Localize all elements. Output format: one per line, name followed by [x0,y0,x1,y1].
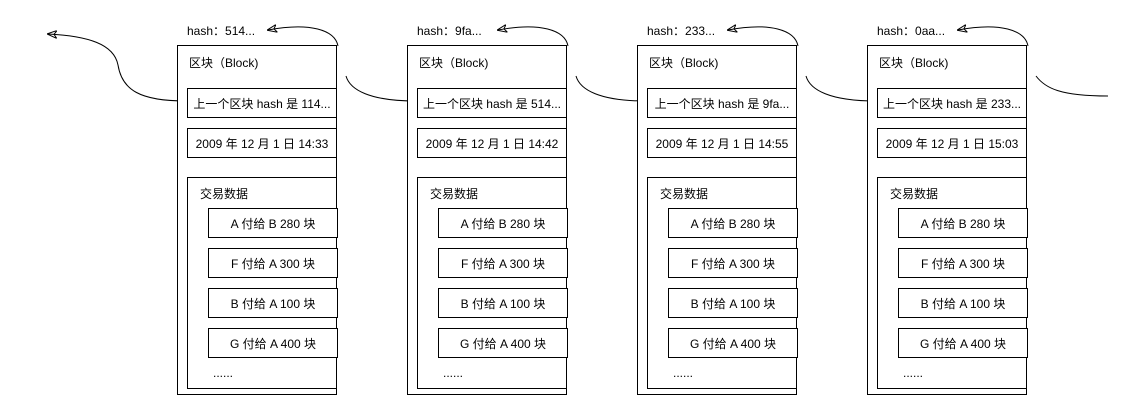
block-title: 区块（Block) [879,56,949,70]
block-hash-label: hash：233... [647,24,716,38]
timestamp-field: 2009 年 12 月 1 日 15:03 [877,128,1027,158]
transaction-item: A 付给 B 280 块 [668,208,798,238]
block-column-3: hash：233... 区块（Block) 上一个区块 hash 是 9fa..… [637,0,837,413]
timestamp-field: 2009 年 12 月 1 日 14:55 [647,128,797,158]
link-arrow-genesis [48,34,187,102]
block-card: 区块（Block) 上一个区块 hash 是 9fa... 2009 年 12 … [637,45,798,395]
block-card: 区块（Block) 上一个区块 hash 是 114... 2009 年 12 … [177,45,338,395]
transaction-item: B 付给 A 100 块 [208,288,338,318]
prev-hash-field: 上一个区块 hash 是 114... [187,88,337,118]
transactions-area: 交易数据 A 付给 B 280 块 F 付给 A 300 块 B 付给 A 10… [187,177,338,389]
transaction-item: B 付给 A 100 块 [898,288,1028,318]
block-column-2: hash：9fa... 区块（Block) 上一个区块 hash 是 514..… [407,0,607,413]
transaction-item: A 付给 B 280 块 [208,208,338,238]
transaction-item: G 付给 A 400 块 [438,328,568,358]
block-column-4: hash：0aa... 区块（Block) 上一个区块 hash 是 233..… [867,0,1067,413]
transaction-item: F 付给 A 300 块 [438,248,568,278]
transaction-item: B 付给 A 100 块 [668,288,798,318]
block-card: 区块（Block) 上一个区块 hash 是 233... 2009 年 12 … [867,45,1028,395]
transaction-item: B 付给 A 100 块 [438,288,568,318]
transaction-item: A 付给 B 280 块 [898,208,1028,238]
more-transactions: ...... [673,366,694,380]
transactions-title: 交易数据 [430,187,479,201]
transaction-item: F 付给 A 300 块 [208,248,338,278]
block-column-1: hash：514... 区块（Block) 上一个区块 hash 是 114..… [177,0,377,413]
prev-hash-field: 上一个区块 hash 是 514... [417,88,567,118]
more-transactions: ...... [213,366,234,380]
transaction-item: G 付给 A 400 块 [668,328,798,358]
block-card: 区块（Block) 上一个区块 hash 是 514... 2009 年 12 … [407,45,568,395]
more-transactions: ...... [443,366,464,380]
transaction-item: F 付给 A 300 块 [668,248,798,278]
block-title: 区块（Block) [419,56,489,70]
block-hash-label: hash：0aa... [877,24,946,38]
block-title: 区块（Block) [649,56,719,70]
transactions-area: 交易数据 A 付给 B 280 块 F 付给 A 300 块 B 付给 A 10… [647,177,798,389]
transactions-area: 交易数据 A 付给 B 280 块 F 付给 A 300 块 B 付给 A 10… [417,177,568,389]
block-hash-label: hash：9fa... [417,24,482,38]
prev-hash-field: 上一个区块 hash 是 9fa... [647,88,797,118]
transaction-item: F 付给 A 300 块 [898,248,1028,278]
transaction-item: G 付给 A 400 块 [898,328,1028,358]
block-title: 区块（Block) [189,56,259,70]
transactions-title: 交易数据 [890,187,939,201]
transactions-title: 交易数据 [200,187,249,201]
block-hash-label: hash：514... [187,24,256,38]
transaction-item: G 付给 A 400 块 [208,328,338,358]
prev-hash-field: 上一个区块 hash 是 233... [877,88,1027,118]
timestamp-field: 2009 年 12 月 1 日 14:33 [187,128,337,158]
transactions-title: 交易数据 [660,187,709,201]
transactions-area: 交易数据 A 付给 B 280 块 F 付给 A 300 块 B 付给 A 10… [877,177,1028,389]
more-transactions: ...... [903,366,924,380]
transaction-item: A 付给 B 280 块 [438,208,568,238]
timestamp-field: 2009 年 12 月 1 日 14:42 [417,128,567,158]
